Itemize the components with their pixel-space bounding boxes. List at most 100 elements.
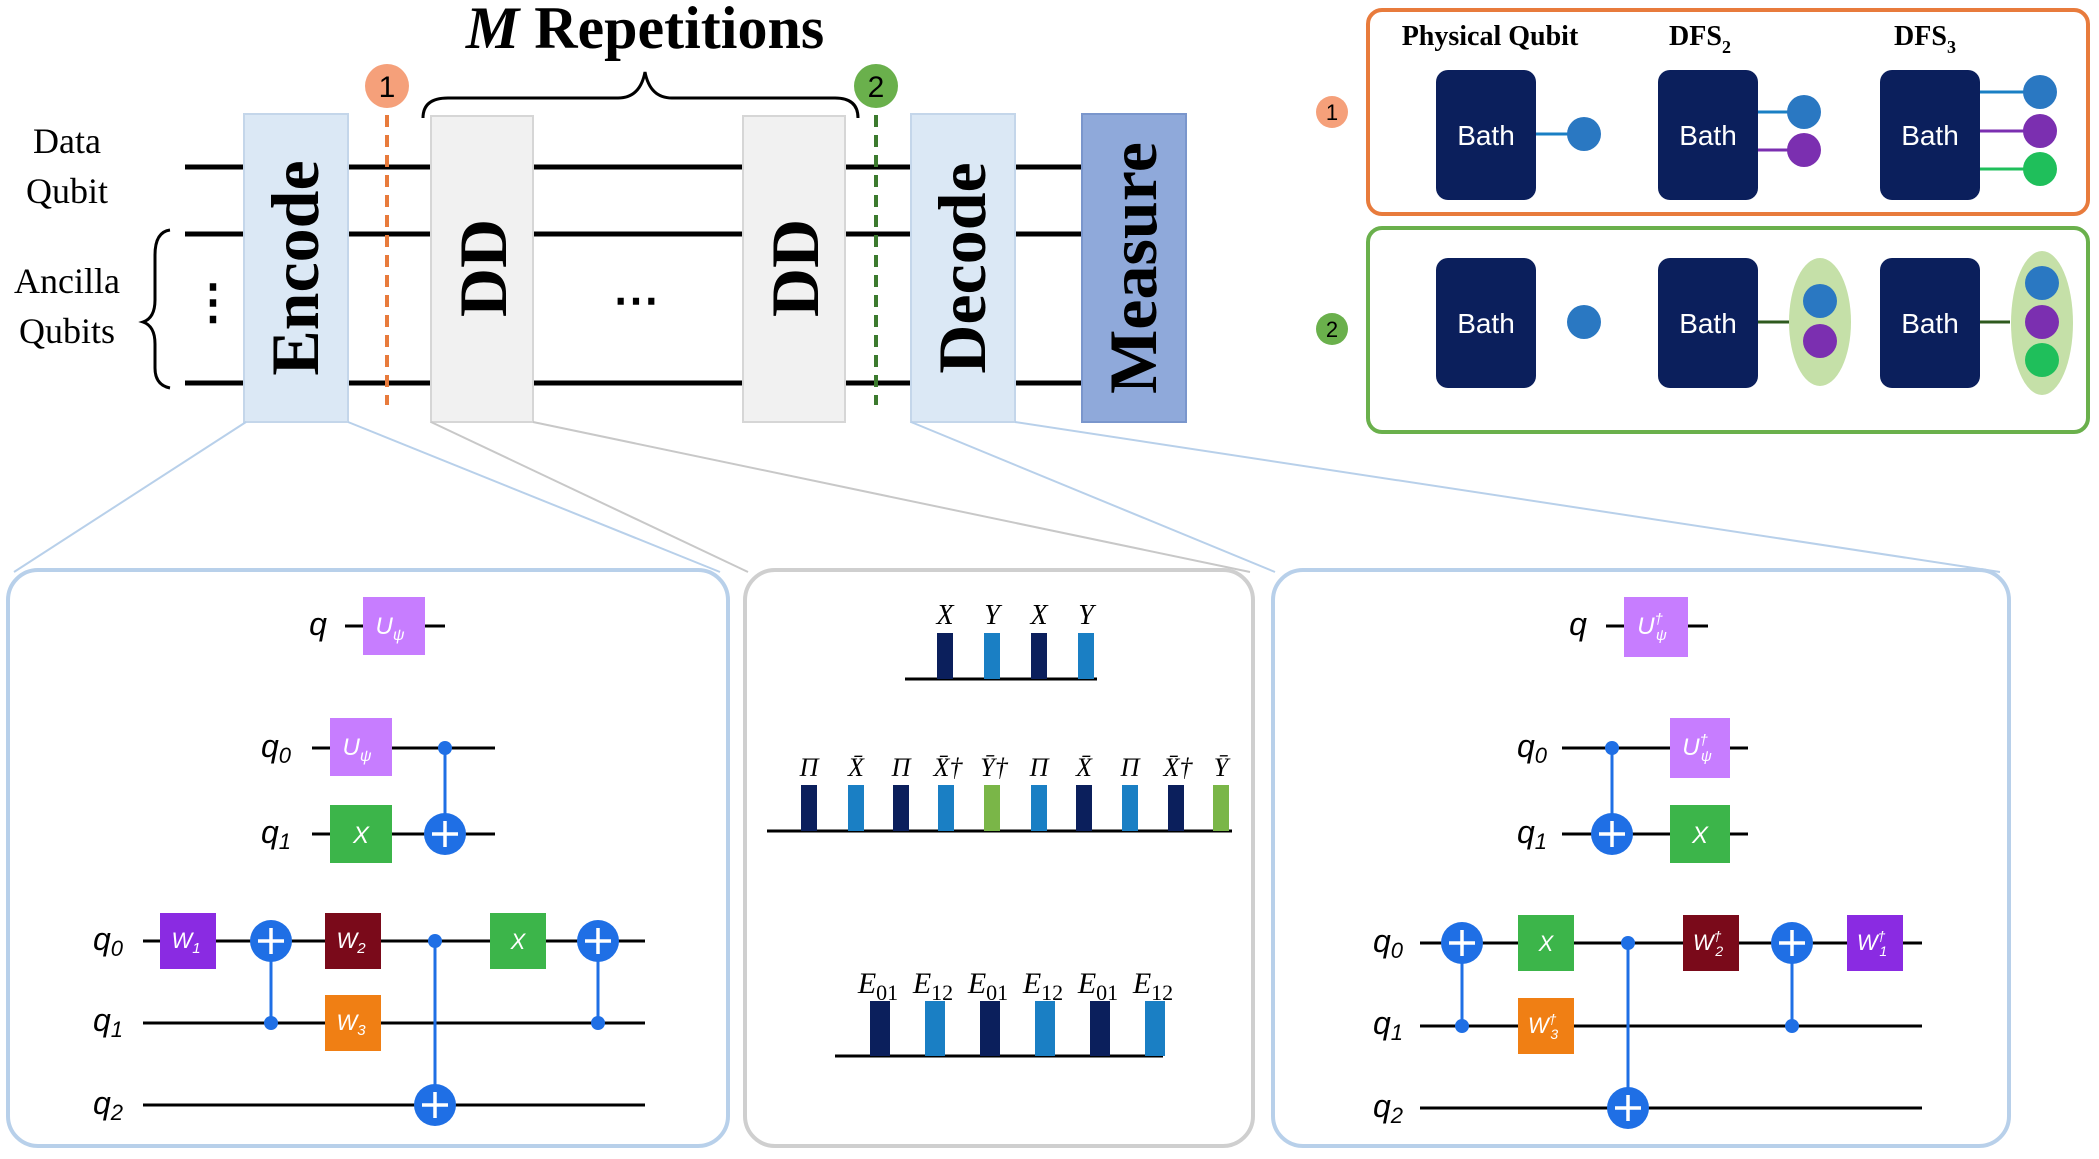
encode-u-psi-gate-2 [330,718,392,776]
decode-x-gate-2 [1518,915,1574,971]
encode-w3-label: W3 [336,1010,366,1039]
pulse-row3 [1145,1001,1165,1056]
decode-w1-dag-gate [1847,915,1903,971]
header-dfs3: DFS3 [1894,21,1956,57]
control-dot [428,934,442,948]
pulse-row1 [937,633,953,679]
encode-x-gate-2 [490,913,546,969]
pulse-row2 [1122,785,1138,831]
decode-w2-dag-gate [1683,915,1739,971]
bath-2a-label: Bath [1457,308,1515,339]
bath-2c-label: Bath [1901,308,1959,339]
bath-2b-label: Bath [1679,308,1737,339]
qubit-blue [2023,75,2057,109]
qubit-blue [1803,284,1837,318]
pulse-label: Π [891,753,913,782]
pulse-row3 [1035,1001,1055,1056]
pulse-row2 [848,785,864,831]
bath-1a [1436,70,1536,200]
measure-block [1081,113,1187,423]
pulse-label: E01 [1077,967,1118,1005]
qubit-purple [2025,305,2059,339]
dfs-legend: Physical Qubit DFS2 DFS3 1 Bath Bath Bat… [1316,8,2090,434]
legend-row-2-frame [1366,226,2090,434]
bath-2b [1658,258,1758,388]
dd-panel: X Y X Y Π X̄ Π X̄† Ȳ† Π X̄ Π X̄† Ȳ E01 [743,568,1255,1148]
pulse-row2 [1076,785,1092,831]
pulse-label: Π [799,753,821,782]
legend-row-1-marker [1316,96,1348,128]
dd-block-1 [430,115,534,423]
pulse-row1 [1031,633,1047,679]
bath-1a-label: Bath [1457,120,1515,151]
zoom-connectors [13,421,2001,573]
decode-u-psi-dag-gate [1624,597,1688,657]
bath-1b [1658,70,1758,200]
pulse-label: Y [1078,600,1097,631]
pulse-label: Π [1029,753,1051,782]
qubit-purple [1787,133,1821,167]
ancilla-label: Ancilla [14,261,120,301]
pulse-row3 [925,1001,945,1056]
pulse-label: Ȳ [1214,753,1231,782]
decode-q2-label: q2 [1373,1088,1403,1128]
qubit-green [2025,343,2059,377]
decode-w3-dag-label: W†3 [1528,1011,1559,1042]
header-dfs2: DFS2 [1669,21,1731,57]
control-dot [1605,741,1619,755]
qubit-green [2023,152,2057,186]
header-physical-qubit: Physical Qubit [1402,21,1579,52]
marker-2 [854,64,898,108]
decode-w2-dag-label: W†2 [1693,928,1724,959]
qubit-blue [1787,95,1821,129]
decode-w1-dag-label: W†1 [1857,928,1887,959]
qubit-blue [2025,266,2059,300]
encode-w3-gate [325,995,381,1051]
decode-q0-label: q0 [1517,728,1548,768]
control-dot [438,741,452,755]
dd-block-2 [742,115,846,423]
pulse-row2 [1213,785,1229,831]
pulse-row3 [980,1001,1000,1056]
marker-1-label: 1 [379,71,396,104]
encode-x-label-2: X [510,929,527,954]
pulse-label: X [935,600,954,631]
decode-x-label-1: X [1691,822,1709,849]
encode-w2-label: W2 [336,928,366,957]
pulse-label: Y [984,600,1003,631]
pulse-row1 [984,633,1000,679]
control-dot [591,1016,605,1030]
pulse-label: X [1029,600,1048,631]
qubit-purple [1803,324,1837,358]
pulse-label: E12 [912,967,953,1005]
decode-panel-frame [1271,568,2011,1148]
qubit-blue [1567,117,1601,151]
pulse-label: X̄ [1075,753,1093,782]
pulse-row2 [938,785,954,831]
ancilla-label-2: Qubits [19,311,115,351]
decode-u-psi-dag-label: U†ψ [1637,611,1667,644]
decode-q0b-label: q0 [1373,923,1404,963]
encode-u-psi-label-2: Uψ [343,734,372,765]
encode-q1-label: q1 [261,814,291,854]
decode-x-label-2: X [1538,931,1555,956]
marker-2-label: 2 [868,71,885,104]
decode-label: Decode [924,162,1000,373]
control-dot [1785,1019,1799,1033]
encode-u-psi-gate [363,597,425,655]
qubit-blue [1567,305,1601,339]
dfs2-ellipse [1789,258,1851,386]
decode-u-psi-dag-label-2: U†ψ [1682,732,1712,765]
encode-q2-label: q2 [93,1085,123,1125]
pulse-row2 [1168,785,1184,831]
decode-block [910,113,1016,423]
bath-2a [1436,258,1536,388]
bath-1c [1880,70,1980,200]
pulse-row1 [1078,633,1094,679]
pulse-label: X̄ [847,753,865,782]
decode-q1-label: q1 [1517,814,1547,854]
data-qubit-label: Data [33,121,101,161]
encode-x-gate-1 [330,805,392,863]
control-dot [264,1016,278,1030]
